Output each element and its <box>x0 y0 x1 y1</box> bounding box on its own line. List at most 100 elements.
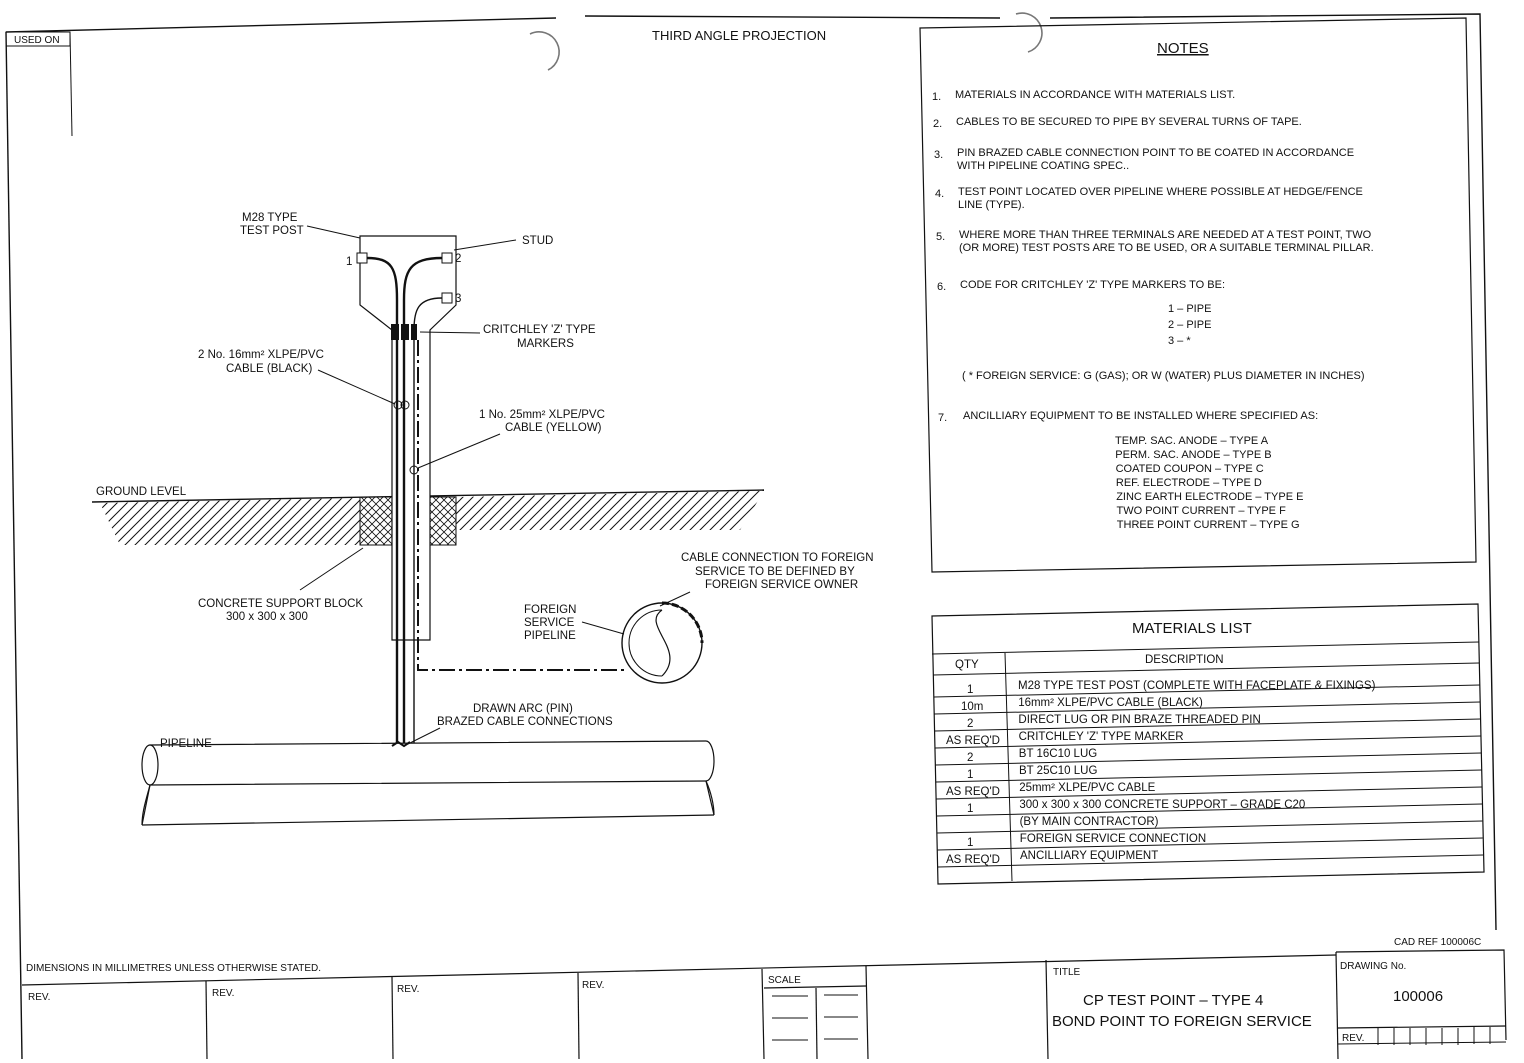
table-cell-description: (BY MAIN CONTRACTOR) <box>1020 816 1159 828</box>
note-number: 4. <box>935 188 944 200</box>
cable-tie-mark <box>409 465 419 475</box>
table-cell-description: 16mm² XLPE/PVC CABLE (BLACK) <box>1018 697 1203 709</box>
punch-hole-mark <box>529 31 560 71</box>
table-cell-description: 25mm² XLPE/PVC CABLE <box>1019 782 1155 794</box>
table-cell-description: DIRECT LUG OR PIN BRAZE THREADED PIN <box>1018 714 1260 726</box>
table-cell-qty: 1 <box>967 684 973 696</box>
terminal-2-label: 2 <box>455 253 461 265</box>
cable-tie-mark <box>400 400 410 410</box>
table-row-divider <box>935 752 1482 766</box>
equipment-item: PERM. SAC. ANODE – TYPE B <box>1115 449 1271 461</box>
pipeline-end-left <box>141 744 159 786</box>
markers-label: CRITCHLEY 'Z' TYPE <box>483 324 596 336</box>
ground-level-label: GROUND LEVEL <box>96 486 187 498</box>
note-text: TEST POINT LOCATED OVER PIPELINE WHERE P… <box>958 186 1363 198</box>
table-row-divider <box>934 701 1481 715</box>
foreign-service-cable <box>417 340 626 671</box>
test-post-label: M28 TYPE <box>242 212 298 224</box>
note-text: LINE (TYPE). <box>958 199 1025 211</box>
note-number: 2. <box>933 118 942 130</box>
marker-2 <box>401 324 409 340</box>
marker-code: 3 – * <box>1168 335 1191 347</box>
test-post <box>359 235 457 641</box>
equipment-item: TWO POINT CURRENT – TYPE F <box>1117 505 1287 517</box>
note-number: 6. <box>937 281 946 293</box>
note-number: 1. <box>932 91 941 103</box>
used-on-box: USED ON <box>5 31 73 137</box>
materials-border <box>931 603 1485 885</box>
table-cell-description: BT 16C10 LUG <box>1019 748 1097 760</box>
marker-code: 2 – PIPE <box>1168 319 1211 331</box>
foreign-connection-label: CABLE CONNECTION TO FOREIGN <box>681 552 874 564</box>
table-row-divider <box>937 820 1483 834</box>
leader-lines <box>299 225 691 745</box>
terminal-3-label: 3 <box>455 293 461 305</box>
table-cell-qty: 1 <box>967 803 973 815</box>
note-7-number: 7. <box>938 412 947 424</box>
table-row-divider <box>935 769 1482 783</box>
note-text: (OR MORE) TEST POSTS ARE TO BE USED, OR … <box>959 242 1374 254</box>
yellow-cable-label-2: CABLE (YELLOW) <box>505 422 602 434</box>
drawing-number-label: DRAWING No. <box>1340 961 1406 972</box>
foreign-pipeline-label-3: PIPELINE <box>524 630 576 642</box>
foreign-pipeline-label: FOREIGN <box>524 604 576 616</box>
black-cable-2 <box>402 256 443 745</box>
table-cell-qty: AS REQ'D <box>946 854 1000 866</box>
scale-marks <box>772 994 858 1041</box>
marker-1 <box>391 324 399 340</box>
equipment-item: COATED COUPON – TYPE C <box>1116 463 1264 475</box>
yellow-cable-label: 1 No. 25mm² XLPE/PVC <box>479 409 605 421</box>
terminal-2 <box>441 252 453 264</box>
note-text: CABLES TO BE SECURED TO PIPE BY SEVERAL … <box>956 116 1302 128</box>
pipeline-label: PIPELINE <box>160 738 212 750</box>
table-row-divider <box>934 718 1481 732</box>
ground-hatch-left <box>100 498 360 545</box>
dimensions-note: DIMENSIONS IN MILLIMETRES UNLESS OTHERWI… <box>26 963 321 974</box>
note-number: 3. <box>934 149 943 161</box>
projection-label: THIRD ANGLE PROJECTION <box>652 28 826 43</box>
support-block-label-2: 300 x 300 x 300 <box>226 611 308 623</box>
rev-label-3: REV. <box>397 984 419 995</box>
support-block-label: CONCRETE SUPPORT BLOCK <box>198 598 363 610</box>
terminal-1-label: 1 <box>346 256 352 268</box>
pipeline-top <box>149 740 715 786</box>
note-text: MATERIALS IN ACCORDANCE WITH MATERIALS L… <box>955 89 1235 101</box>
black-cable-1 <box>366 256 399 745</box>
table-cell-description: 300 x 300 x 300 CONCRETE SUPPORT – GRADE… <box>1019 799 1305 811</box>
notes-border <box>919 17 1477 573</box>
scale-label: SCALE <box>768 975 801 986</box>
table-row-divider <box>937 854 1484 868</box>
cable-tie-mark <box>393 400 403 410</box>
note-number: 5. <box>936 231 945 243</box>
foreign-pipe-yinyang <box>655 609 671 677</box>
title-block: DIMENSIONS IN MILLIMETRES UNLESS OTHERWI… <box>21 937 1507 1060</box>
test-point-diagram: M28 TYPE TEST POST STUD 1 2 3 CRITCHLEY … <box>91 212 874 826</box>
table-cell-qty: 10m <box>961 701 983 713</box>
table-row-divider <box>933 684 1481 698</box>
title-label: TITLE <box>1053 967 1081 978</box>
brazed-label-2: BRAZED CABLE CONNECTIONS <box>437 716 613 728</box>
sheet-border <box>5 13 1497 1060</box>
note-7-text: ANCILLIARY EQUIPMENT TO BE INSTALLED WHE… <box>963 410 1318 422</box>
table-cell-qty: 1 <box>967 837 973 849</box>
table-row-divider <box>936 803 1483 817</box>
table-cell-description: FOREIGN SERVICE CONNECTION <box>1020 833 1206 845</box>
marker-code: 1 – PIPE <box>1168 303 1211 315</box>
test-post-label-2: TEST POST <box>240 225 304 237</box>
foreign-pipeline-label-2: SERVICE <box>524 617 575 629</box>
table-cell-description: BT 25C10 LUG <box>1019 765 1097 777</box>
foreign-service-note: ( * FOREIGN SERVICE: G (GAS); OR W (WATE… <box>962 370 1365 382</box>
equipment-item: ZINC EARTH ELECTRODE – TYPE E <box>1116 491 1303 503</box>
equipment-item: REF. ELECTRODE – TYPE D <box>1116 477 1262 489</box>
brazed-connections <box>391 740 411 748</box>
used-on-label: USED ON <box>14 35 60 46</box>
punch-hole-mark <box>1015 12 1043 53</box>
table-cell-qty: 2 <box>967 752 973 764</box>
marker-codes: 1 – PIPE 2 – PIPE 3 – * <box>1168 303 1211 347</box>
note-text: CODE FOR CRITCHLEY 'Z' TYPE MARKERS TO B… <box>960 279 1225 291</box>
